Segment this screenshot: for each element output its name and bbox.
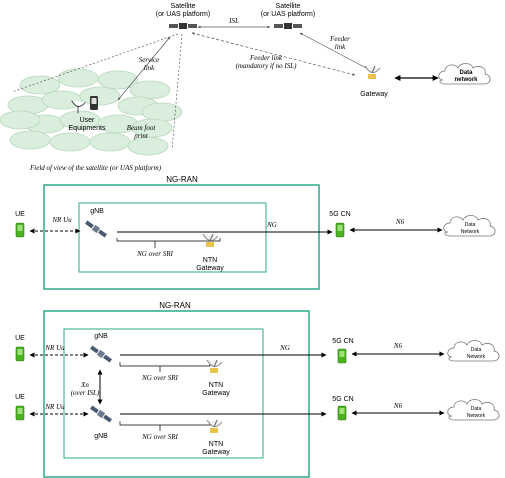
service-link-label-1: Service [139, 56, 160, 64]
user-equipments-label-1: User [80, 117, 95, 124]
ng-over-sri-label-2-bottom: NG over SRI [141, 433, 178, 441]
isl-label: ISL [228, 17, 239, 25]
n6-label-2-bottom: N6 [393, 402, 403, 410]
ntn-gateway-icon-2-top [206, 359, 223, 374]
gateway-label: Gateway [360, 91, 388, 98]
beam-footprint-cell [41, 90, 83, 110]
ngran-inner-box-1 [78, 202, 267, 273]
xn-label-2: (over ISL) [71, 389, 100, 397]
ue-icon-1 [15, 222, 25, 238]
ngran-title-2: NG-RAN [159, 301, 191, 310]
ntn-gateway-label-2-top-b: Gateway [202, 390, 230, 397]
beam-footprint-cell [19, 75, 61, 95]
beam-footprint-cell [89, 132, 131, 152]
ntn-gateway-label-2-bottom-a: NTN [209, 441, 223, 448]
beam-footprint-label-1: Beam foot [127, 124, 157, 132]
feeder-link-right-arrow [299, 32, 371, 71]
gnb-icon-2-top [90, 345, 112, 363]
feeder-link-mid-label-2: (mandatory if no ISL) [236, 62, 298, 70]
ue-label-2-top: UE [15, 335, 25, 342]
sat2-label-2: (or UAS platform) [261, 11, 315, 18]
ntn-gateway-icon-2-bottom [206, 419, 223, 434]
beam-footprint-area [0, 68, 183, 156]
user-equipments-label-2: Equipments [69, 125, 106, 132]
cn-label-1: 5G CN [329, 211, 350, 218]
ue-icon-2-bottom [15, 405, 25, 421]
ue-label-2-bottom: UE [15, 394, 25, 401]
sat1-label-1: Satellite [171, 3, 196, 10]
sat1-label-2: (or UAS platform) [156, 11, 210, 18]
beam-footprint-cell [79, 86, 121, 106]
dn-label-2-top-a: Data [471, 347, 482, 353]
beam-footprint-cell [129, 80, 171, 100]
ng-over-sri-bracket-1 [116, 238, 221, 242]
cn-icon-2-top [337, 348, 347, 364]
dn-label-2-bottom-a: Data [471, 406, 482, 412]
ntn-gateway-label-1b: Gateway [196, 265, 224, 272]
ng-over-sri-bracket-2-bottom [119, 421, 211, 426]
gnb-label-2-bottom: gNB [94, 433, 108, 440]
fov-line-right [171, 33, 183, 151]
service-link-label-2: link [144, 64, 155, 72]
beam-footprint-cell [127, 136, 169, 156]
ng-over-sri-bracket-2-top [119, 362, 211, 367]
top-dn-label-1: Data [459, 70, 473, 76]
gnb-icon-2-bottom [90, 405, 112, 423]
satellite-icon-2 [274, 23, 302, 29]
dn-label-2-bottom-b: Network [467, 413, 486, 419]
ng-label-2: NG [279, 344, 290, 352]
sat2-label-1: Satellite [276, 3, 301, 10]
gnb-label-2-top: gNB [94, 333, 108, 340]
nr-uu-label-2-top: NR Uu [44, 344, 65, 352]
ng-over-sri-label-2-top: NG over SRI [141, 374, 178, 382]
gateway-dish-icon [364, 65, 381, 80]
ngran-box-2 [43, 310, 310, 478]
n6-label-2-top: N6 [393, 342, 403, 350]
ue-icon-2-top [15, 346, 25, 362]
feeder-link-right-label-2: link [335, 43, 346, 51]
beam-footprint-cell [0, 110, 41, 130]
ue-label-1: UE [15, 211, 25, 218]
service-link-arrow [117, 36, 171, 101]
ntn-gateway-label-2-bottom-b: Gateway [202, 449, 230, 456]
gnb-label-1: gNB [90, 208, 104, 215]
user-equipment-phone-icon [90, 96, 98, 110]
xn-label-1: Xn [80, 381, 89, 389]
beam-footprint-cell [49, 132, 91, 152]
top-dn-label-2: network [454, 77, 478, 83]
cn-label-2-top: 5G CN [332, 338, 353, 345]
dn-label-1b: Network [461, 229, 480, 235]
gnb-icon-1 [85, 220, 107, 238]
beam-footprint-cell [141, 102, 183, 122]
ntn-gateway-label-1a: NTN [203, 257, 217, 264]
ngran-box-1 [43, 184, 320, 290]
cn-icon-1 [335, 222, 345, 238]
user-equipment-dish-icon [71, 100, 86, 114]
ngran-inner-box-2 [63, 328, 264, 459]
dn-label-2-top-b: Network [467, 354, 486, 360]
beam-footprint-cell [57, 68, 99, 88]
feeder-link-mid-label-1: Feeder link [249, 54, 283, 62]
fov-caption: Field of view of the satellite (or UAS p… [29, 164, 162, 172]
beam-footprint-cell [9, 130, 51, 150]
dn-label-1a: Data [465, 222, 476, 228]
feeder-link-right-label-1: Feeder [329, 35, 350, 43]
nr-uu-label-2-bottom: NR Uu [44, 403, 65, 411]
nr-uu-label-1: NR Uu [51, 216, 72, 224]
ntn-gateway-label-2-top-a: NTN [209, 382, 223, 389]
ngran-title-1: NG-RAN [166, 175, 198, 184]
ntn-gateway-icon-1 [202, 233, 219, 248]
ng-over-sri-label-1: NG over SRI [136, 250, 173, 258]
beam-footprint-label-2: print [133, 132, 149, 140]
ng-label-1: NG [266, 221, 277, 229]
cn-label-2-bottom: 5G CN [332, 396, 353, 403]
satellite-icon-1 [169, 23, 197, 29]
cn-icon-2-bottom [337, 405, 347, 421]
n6-label-1: N6 [395, 218, 405, 226]
